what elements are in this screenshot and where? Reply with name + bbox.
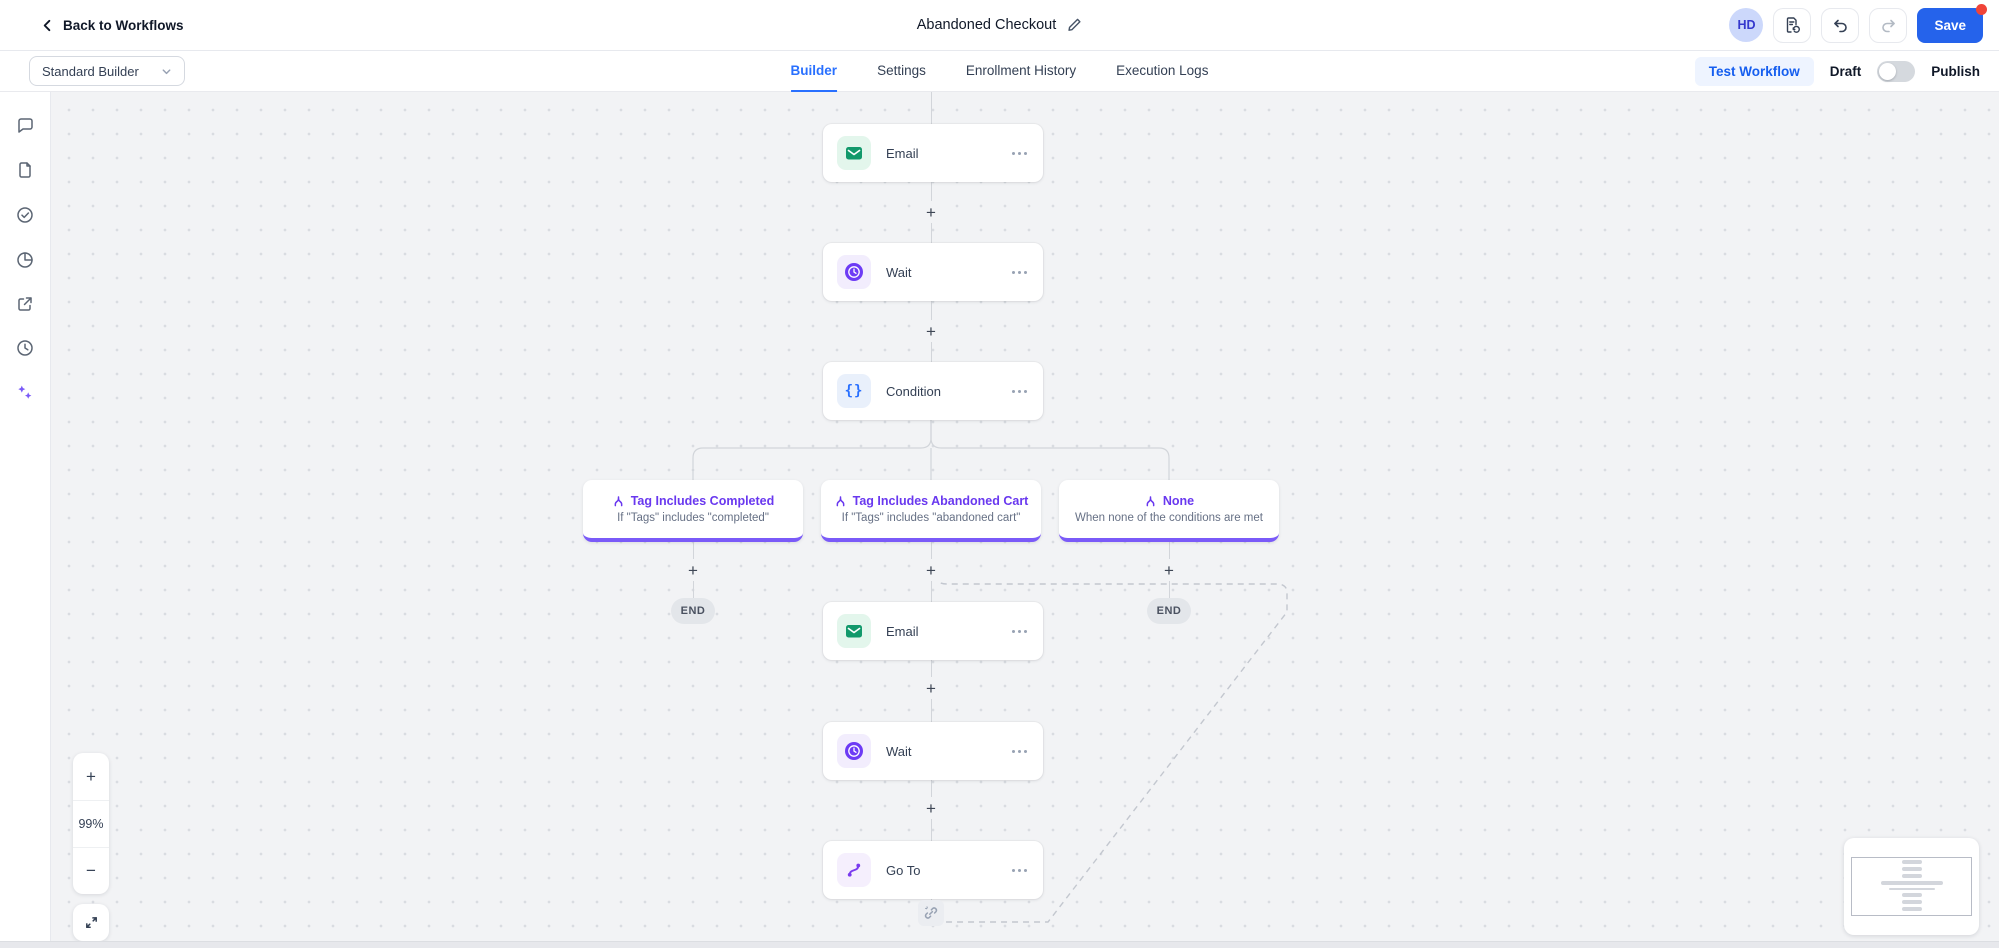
ai-sparkles-icon[interactable]	[14, 382, 36, 404]
fit-view-button[interactable]	[73, 904, 109, 941]
branch-tag-includes-abandoned-cart[interactable]: Tag Includes Abandoned Cart If "Tags" in…	[821, 480, 1041, 542]
add-step-button[interactable]: +	[920, 677, 942, 699]
branch-fork-icon	[834, 495, 847, 508]
goto-link-icon[interactable]	[918, 900, 944, 926]
tab-execution-logs[interactable]: Execution Logs	[1116, 62, 1209, 78]
add-step-button[interactable]: +	[920, 559, 942, 581]
node-label: Email	[886, 623, 919, 639]
node-label: Wait	[886, 743, 912, 759]
minimap-viewport[interactable]	[1851, 857, 1972, 916]
node-label: Go To	[886, 862, 921, 878]
back-chevron-icon	[40, 18, 55, 33]
minimap-nodes	[1844, 860, 1979, 911]
redo-button[interactable]	[1869, 7, 1908, 43]
add-step-button[interactable]: +	[920, 320, 942, 342]
avatar[interactable]: HD	[1729, 8, 1764, 42]
minimap[interactable]	[1844, 838, 1979, 935]
top-header: Back to Workflows Abandoned Checkout HD	[0, 0, 1999, 51]
end-marker: END	[671, 598, 715, 624]
branch-title: None	[1162, 494, 1195, 508]
wait-clock-icon	[837, 734, 871, 768]
node-wait-1[interactable]: Wait	[823, 243, 1043, 301]
tab-builder[interactable]: Builder	[790, 51, 838, 92]
document-history-icon	[1783, 16, 1801, 34]
check-circle-icon[interactable]	[14, 204, 36, 226]
document-history-button[interactable]	[1773, 7, 1812, 43]
node-email-2[interactable]: Email	[823, 602, 1043, 660]
email-icon	[837, 136, 871, 170]
node-goto[interactable]: Go To	[823, 841, 1043, 899]
more-menu-icon[interactable]	[1010, 148, 1029, 159]
node-email-1[interactable]: Email	[823, 124, 1043, 182]
goto-path-icon	[837, 853, 871, 887]
file-icon[interactable]	[14, 159, 36, 181]
zoom-control: + 99% −	[73, 753, 109, 894]
node-wait-2[interactable]: Wait	[823, 722, 1043, 780]
more-menu-icon[interactable]	[1010, 865, 1029, 876]
branch-none[interactable]: None When none of the conditions are met	[1059, 480, 1279, 542]
draft-label: Draft	[1829, 63, 1862, 79]
left-sidebar	[0, 92, 51, 948]
zoom-in-button[interactable]: +	[86, 766, 96, 786]
connector-line	[930, 92, 932, 124]
wait-clock-icon	[837, 255, 871, 289]
save-label: Save	[1934, 17, 1966, 33]
toggle-knob	[1879, 62, 1897, 80]
branch-subtitle: When none of the conditions are met	[1075, 512, 1263, 524]
chevron-down-icon	[161, 66, 172, 77]
node-label: Wait	[886, 264, 912, 280]
zoom-out-button[interactable]: −	[73, 847, 109, 894]
node-label: Condition	[886, 383, 941, 399]
edit-pencil-icon[interactable]	[1066, 17, 1082, 33]
branch-tag-includes-completed[interactable]: Tag Includes Completed If "Tags" include…	[583, 480, 803, 542]
branch-subtitle: If "Tags" includes "abandoned cart"	[841, 512, 1021, 524]
history-clock-icon[interactable]	[14, 337, 36, 359]
builder-mode-label: Standard Builder	[42, 63, 139, 79]
end-marker: END	[1147, 598, 1191, 624]
redo-icon	[1880, 17, 1897, 34]
more-menu-icon[interactable]	[1010, 626, 1029, 637]
pie-chart-icon[interactable]	[14, 249, 36, 271]
add-step-button[interactable]: +	[920, 201, 942, 223]
back-to-workflows-button[interactable]: Back to Workflows	[40, 18, 184, 33]
branch-fork-icon	[1144, 495, 1157, 508]
add-step-button[interactable]: +	[920, 797, 942, 819]
horizontal-scrollbar[interactable]	[0, 941, 1999, 948]
undo-icon	[1832, 17, 1849, 34]
undo-button[interactable]	[1821, 7, 1860, 43]
tab-enrollment-history[interactable]: Enrollment History	[965, 62, 1077, 78]
add-step-button[interactable]: +	[1158, 559, 1180, 581]
zoom-percent: 99%	[73, 800, 109, 847]
workflow-canvas[interactable]: Email + Wait + {} Condition	[51, 92, 1999, 948]
branch-title: Tag Includes Abandoned Cart	[852, 494, 1029, 508]
test-workflow-button[interactable]: Test Workflow	[1694, 56, 1814, 86]
tab-settings[interactable]: Settings	[877, 62, 926, 78]
condition-braces-icon: {}	[837, 374, 871, 408]
more-menu-icon[interactable]	[1010, 746, 1029, 757]
builder-mode-select[interactable]: Standard Builder	[29, 56, 185, 86]
publish-toggle[interactable]	[1877, 60, 1916, 82]
email-icon	[837, 614, 871, 648]
add-step-button[interactable]: +	[682, 559, 704, 581]
back-label: Back to Workflows	[63, 17, 184, 33]
node-condition[interactable]: {} Condition	[823, 362, 1043, 420]
publish-controls: Test Workflow Draft Publish	[1694, 56, 1980, 86]
external-link-icon[interactable]	[14, 293, 36, 315]
workflow-title-wrap: Abandoned Checkout	[917, 17, 1082, 33]
workflow-title: Abandoned Checkout	[916, 17, 1057, 33]
sub-header: Standard Builder Builder Settings Enroll…	[0, 51, 1999, 92]
more-menu-icon[interactable]	[1010, 386, 1029, 397]
expand-icon	[84, 915, 99, 930]
header-actions: HD Save	[1729, 3, 1987, 43]
branch-subtitle: If "Tags" includes "completed"	[617, 512, 769, 524]
branch-title: Tag Includes Completed	[630, 494, 775, 508]
chat-icon[interactable]	[14, 114, 36, 136]
more-menu-icon[interactable]	[1010, 267, 1029, 278]
save-button[interactable]: Save	[1917, 3, 1987, 43]
notification-dot	[1976, 3, 1987, 15]
node-label: Email	[886, 145, 919, 161]
publish-label: Publish	[1931, 63, 1980, 79]
branch-fork-icon	[612, 495, 625, 508]
tab-bar: Builder Settings Enrollment History Exec…	[790, 51, 1209, 92]
